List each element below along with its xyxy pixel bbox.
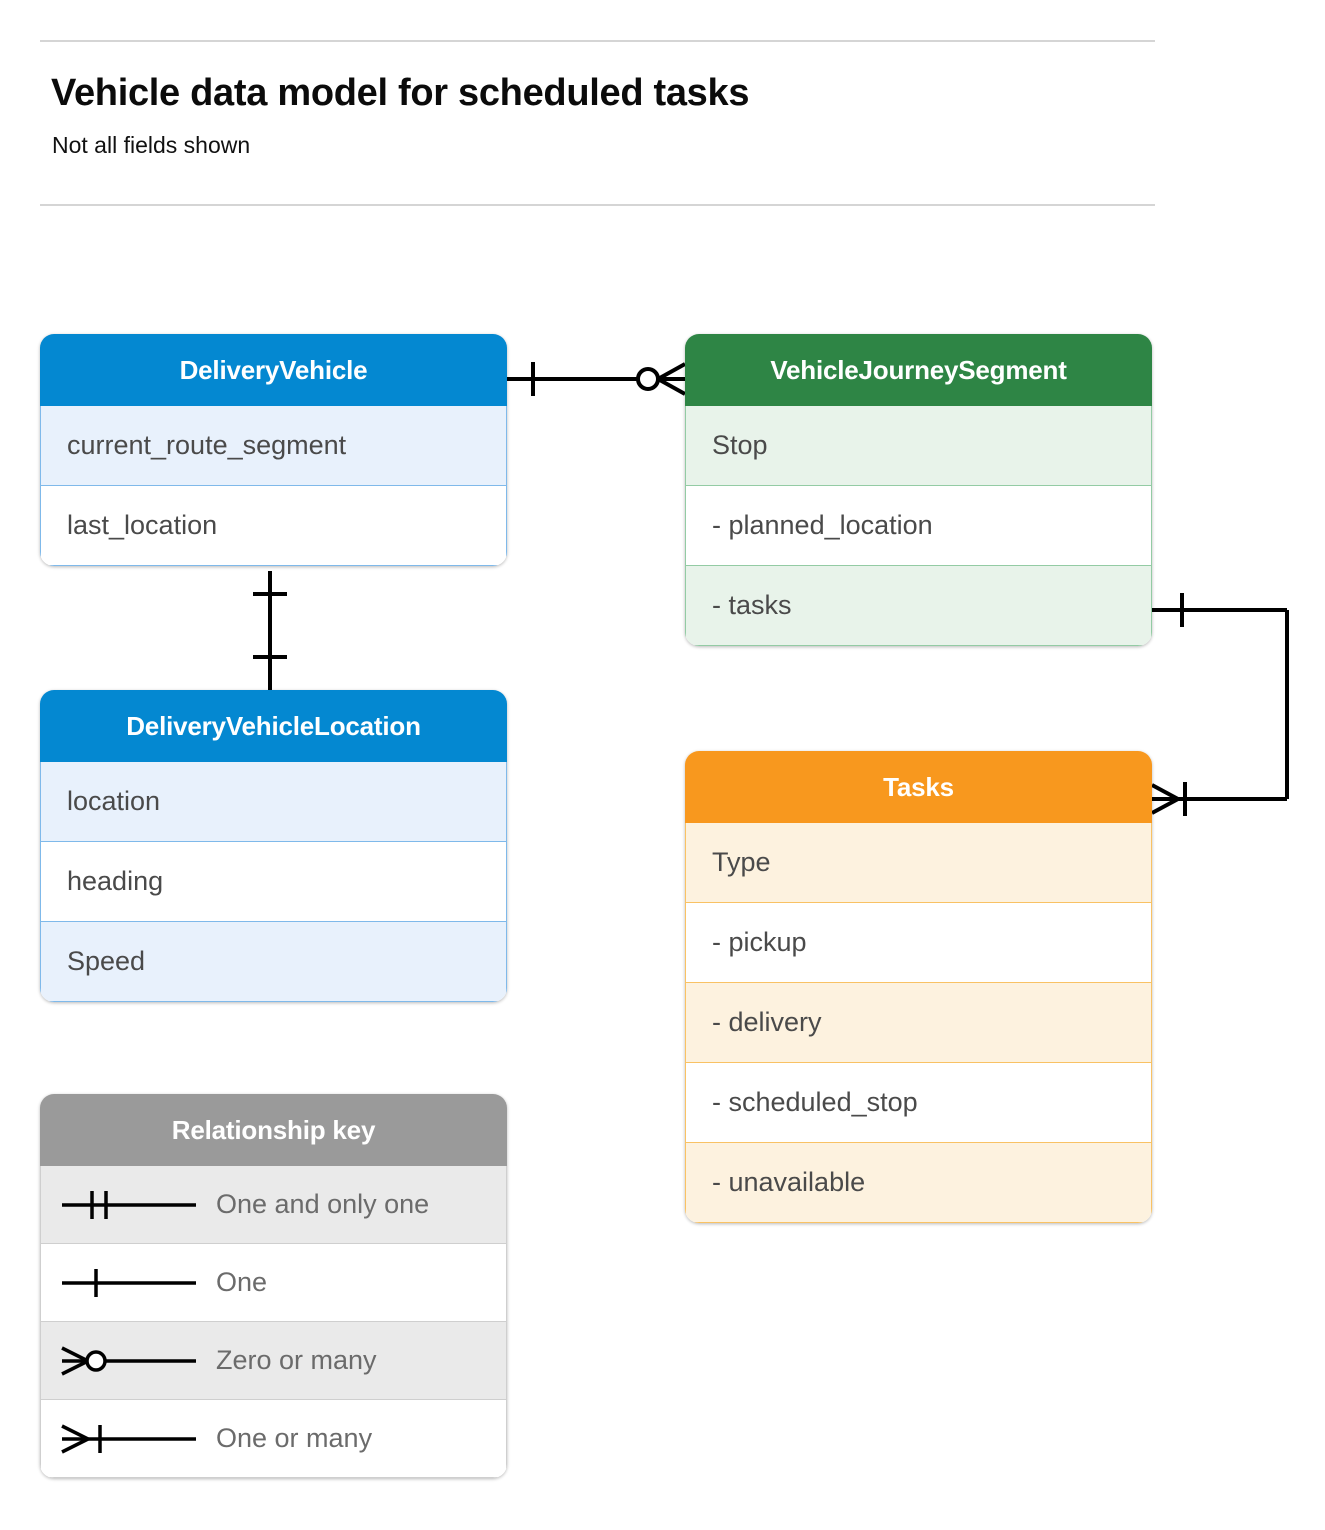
entity-tasks[interactable]: Tasks Type - pickup - delivery - schedul…	[685, 751, 1152, 1223]
entity-row[interactable]: - scheduled_stop	[685, 1063, 1152, 1143]
one-and-only-one-icon	[41, 1185, 216, 1225]
connector-tasks-crowfoot-bot	[1151, 797, 1179, 815]
entity-row[interactable]: - pickup	[685, 903, 1152, 983]
connector-vehicle-journey-crowfoot-top	[657, 362, 686, 381]
entity-row[interactable]: - delivery	[685, 983, 1152, 1063]
entity-delivery-vehicle-location[interactable]: DeliveryVehicleLocation location heading…	[40, 690, 507, 1002]
entity-vehicle-journey-segment-title: VehicleJourneySegment	[685, 334, 1152, 406]
entity-delivery-vehicle-title: DeliveryVehicle	[40, 334, 507, 406]
legend-item-label: Zero or many	[216, 1345, 377, 1375]
entity-vehicle-journey-segment[interactable]: VehicleJourneySegment Stop - planned_loc…	[685, 334, 1152, 646]
entity-row[interactable]: - unavailable	[685, 1143, 1152, 1223]
entity-row[interactable]: location	[40, 762, 507, 842]
entity-row[interactable]: Stop	[685, 406, 1152, 486]
header-rule-top	[40, 40, 1155, 42]
entity-row[interactable]: Speed	[40, 922, 507, 1002]
legend-item-label: One	[216, 1267, 268, 1297]
entity-row[interactable]: Type	[685, 823, 1152, 903]
page-subtitle: Not all fields shown	[52, 132, 251, 158]
one-or-many-icon	[41, 1419, 216, 1459]
entity-row[interactable]: - tasks	[685, 566, 1152, 646]
entity-delivery-vehicle[interactable]: DeliveryVehicle current_route_segment la…	[40, 334, 507, 566]
entity-row[interactable]: - planned_location	[685, 486, 1152, 566]
connector-vehicle-journey-crowfoot-bot	[657, 377, 686, 396]
entity-tasks-title: Tasks	[685, 751, 1152, 823]
legend-item-one-or-many[interactable]: One or many	[40, 1400, 507, 1478]
header-rule-bottom	[40, 204, 1155, 206]
legend-item-one-and-only-one[interactable]: One and only one	[40, 1166, 507, 1244]
connector-vehicle-journey-zero-circle	[636, 367, 660, 391]
zero-or-many-icon	[41, 1341, 216, 1381]
entity-row[interactable]: heading	[40, 842, 507, 922]
legend-item-one[interactable]: One	[40, 1244, 507, 1322]
connector-tasks-crowfoot-top	[1151, 783, 1179, 801]
legend-item-zero-or-many[interactable]: Zero or many	[40, 1322, 507, 1400]
page-title: Vehicle data model for scheduled tasks	[51, 72, 750, 114]
entity-delivery-vehicle-location-title: DeliveryVehicleLocation	[40, 690, 507, 762]
entity-row[interactable]: current_route_segment	[40, 406, 507, 486]
legend-item-label: One and only one	[216, 1189, 430, 1219]
one-icon	[41, 1263, 216, 1303]
legend-item-label: One or many	[216, 1423, 373, 1453]
legend-relationship-key[interactable]: Relationship key One and only one One	[40, 1094, 507, 1478]
entity-row[interactable]: last_location	[40, 486, 507, 566]
legend-title: Relationship key	[40, 1094, 507, 1166]
